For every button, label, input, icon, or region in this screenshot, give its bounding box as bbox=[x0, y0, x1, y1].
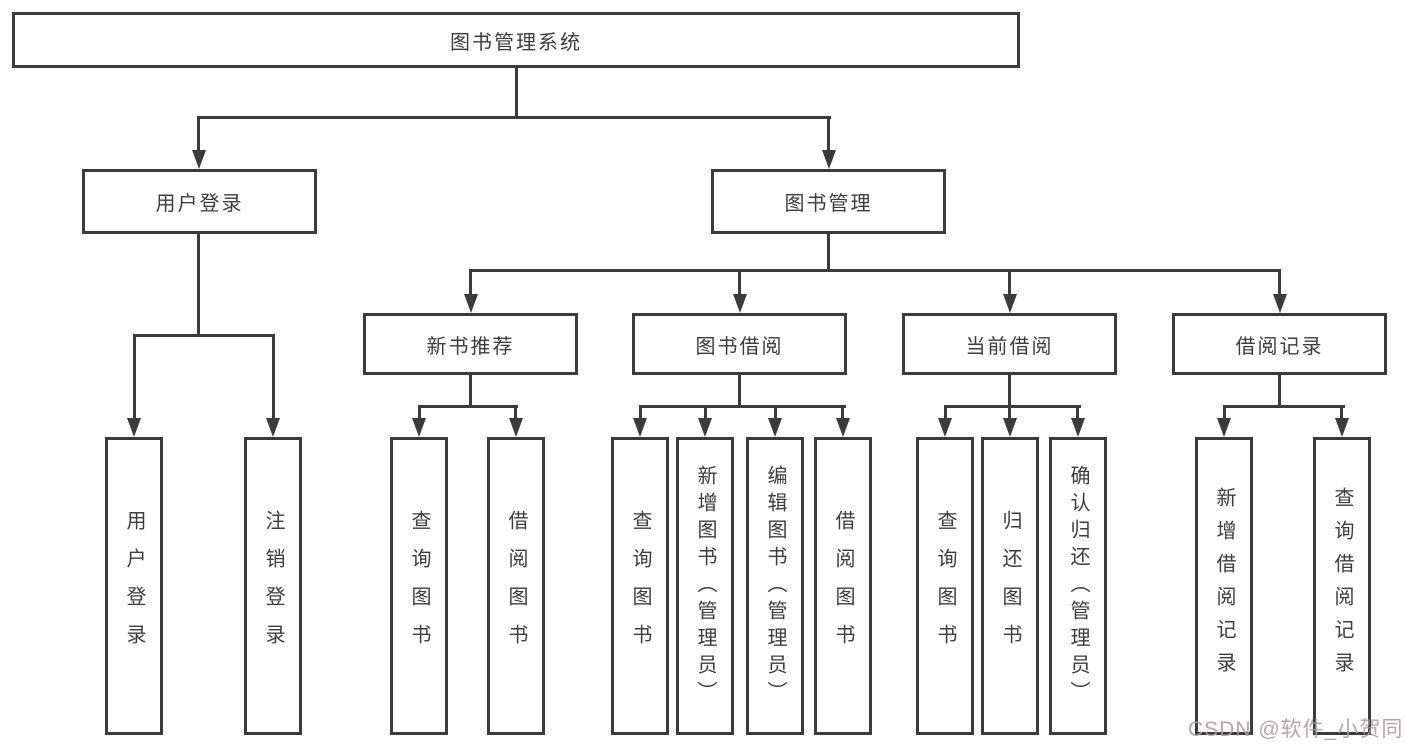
connector-line bbox=[469, 269, 1281, 272]
connector-line bbox=[1008, 375, 1011, 407]
connector-line bbox=[774, 405, 777, 422]
leaf-label: 查询图书 bbox=[629, 510, 651, 662]
arrow-down-icon bbox=[1071, 418, 1085, 437]
connector-line bbox=[639, 405, 642, 422]
leaf-query-books: 查询图书 bbox=[390, 437, 448, 735]
arrow-down-icon bbox=[412, 418, 426, 437]
connector-line bbox=[197, 116, 200, 154]
leaf-label: 编辑图书（管理员） bbox=[764, 464, 786, 708]
leaf-query-books: 查询图书 bbox=[611, 437, 669, 735]
leaf-label: 归还图书 bbox=[999, 510, 1021, 662]
leaf-label: 新增借阅记录 bbox=[1213, 487, 1235, 685]
arrow-down-icon bbox=[509, 418, 523, 437]
arrow-down-icon bbox=[266, 418, 280, 437]
leaf-label: 查询图书 bbox=[934, 510, 956, 662]
node-label: 新书推荐 bbox=[426, 335, 515, 358]
node-label: 当前借阅 bbox=[965, 335, 1054, 358]
leaf-label: 用户登录 bbox=[123, 510, 145, 662]
arrow-down-icon bbox=[633, 418, 647, 437]
connector-line bbox=[469, 269, 472, 297]
node-label: 借阅记录 bbox=[1235, 335, 1324, 358]
leaf-user-login: 用户登录 bbox=[105, 437, 163, 735]
arrow-down-icon bbox=[768, 418, 782, 437]
connector-line bbox=[841, 405, 844, 422]
connector-line bbox=[944, 405, 947, 422]
leaf-add-book-admin: 新增图书（管理员） bbox=[676, 437, 734, 735]
connector-line bbox=[1278, 375, 1281, 407]
node-label: 用户登录 bbox=[155, 193, 244, 215]
connector-line bbox=[272, 334, 275, 422]
connector-line bbox=[704, 405, 707, 422]
connector-line bbox=[418, 405, 518, 408]
leaf-label: 借阅图书 bbox=[505, 510, 527, 662]
arrow-down-icon bbox=[822, 150, 836, 169]
arrow-down-icon bbox=[464, 294, 478, 313]
connector-line bbox=[133, 334, 275, 337]
arrow-down-icon bbox=[733, 294, 747, 313]
leaf-label: 查询借阅记录 bbox=[1331, 487, 1353, 685]
leaf-borrow-books: 借阅图书 bbox=[814, 437, 872, 735]
leaf-label: 新增图书（管理员） bbox=[694, 464, 716, 708]
connector-line bbox=[1278, 269, 1281, 297]
arrow-down-icon bbox=[1217, 418, 1231, 437]
connector-line bbox=[639, 405, 846, 408]
connector-line bbox=[133, 334, 136, 422]
arrow-down-icon bbox=[1335, 418, 1349, 437]
connector-line bbox=[1223, 405, 1345, 408]
arrow-down-icon bbox=[836, 418, 850, 437]
leaf-query-books: 查询图书 bbox=[916, 437, 974, 735]
connector-line bbox=[827, 234, 830, 271]
connector-line bbox=[738, 375, 741, 407]
arrow-down-icon bbox=[938, 418, 952, 437]
leaf-return-books: 归还图书 bbox=[981, 437, 1039, 735]
leaf-edit-book-admin: 编辑图书（管理员） bbox=[746, 437, 804, 735]
node-borrowing-records: 借阅记录 bbox=[1172, 313, 1387, 375]
leaf-label: 查询图书 bbox=[408, 510, 430, 662]
arrow-down-icon bbox=[127, 418, 141, 437]
leaf-label: 借阅图书 bbox=[832, 510, 854, 662]
connector-line bbox=[515, 68, 518, 117]
node-new-book-recommend: 新书推荐 bbox=[363, 313, 578, 375]
connector-line bbox=[1008, 269, 1011, 297]
node-book-borrowing: 图书借阅 bbox=[632, 313, 847, 375]
leaf-query-borrow-record: 查询借阅记录 bbox=[1313, 437, 1371, 735]
node-label: 图书管理系统 bbox=[450, 31, 582, 54]
leaf-label: 注销登录 bbox=[262, 510, 284, 662]
connector-line bbox=[514, 405, 517, 422]
node-current-borrowing: 当前借阅 bbox=[902, 313, 1117, 375]
connector-line bbox=[827, 116, 830, 154]
node-label: 图书借阅 bbox=[695, 335, 784, 358]
arrow-down-icon bbox=[1003, 294, 1017, 313]
leaf-confirm-return-admin: 确认归还（管理员） bbox=[1049, 437, 1107, 735]
leaf-label: 确认归还（管理员） bbox=[1067, 464, 1089, 708]
node-library-management-system: 图书管理系统 bbox=[12, 12, 1020, 68]
arrow-down-icon bbox=[1273, 294, 1287, 313]
connector-line bbox=[418, 405, 421, 422]
leaf-logout: 注销登录 bbox=[244, 437, 302, 735]
leaf-add-borrow-record: 新增借阅记录 bbox=[1195, 437, 1253, 735]
node-book-management: 图书管理 bbox=[711, 169, 946, 234]
arrow-down-icon bbox=[698, 418, 712, 437]
connector-line bbox=[1340, 405, 1343, 422]
connector-line bbox=[197, 234, 200, 336]
node-label: 图书管理 bbox=[784, 193, 873, 215]
connector-line bbox=[197, 116, 831, 119]
arrow-down-icon bbox=[192, 150, 206, 169]
connector-line bbox=[944, 405, 1081, 408]
node-user-login: 用户登录 bbox=[82, 169, 317, 234]
arrow-down-icon bbox=[1003, 418, 1017, 437]
csdn-watermark: CSDN @软件_小贺同学 bbox=[1188, 718, 1405, 741]
connector-line bbox=[738, 269, 741, 297]
connector-line bbox=[469, 375, 472, 407]
connector-line bbox=[1223, 405, 1226, 422]
connector-line bbox=[1076, 405, 1079, 422]
connector-line bbox=[1008, 405, 1011, 422]
leaf-borrow-books: 借阅图书 bbox=[487, 437, 545, 735]
